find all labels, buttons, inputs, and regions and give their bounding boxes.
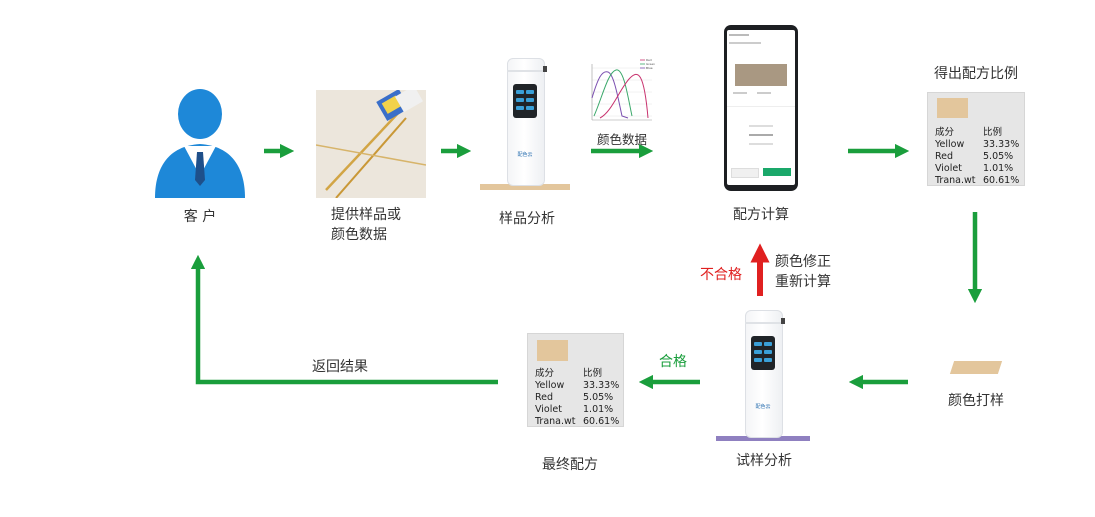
color-data-label: 颜色数据 [596, 132, 647, 147]
final-formula-label: 最终配方 [542, 457, 598, 473]
series-green-line [593, 69, 633, 117]
color-swatch [937, 98, 968, 118]
sample-analysis-label: 样品分析 [499, 211, 555, 227]
arrow-final-to-customer [190, 254, 498, 385]
legend-green: Green [646, 62, 655, 66]
customer-person-icon [155, 89, 245, 198]
final-color-swatch [537, 340, 568, 361]
formula-calc-label: 配方计算 [733, 207, 789, 223]
color-proof-label: 颜色打样 [948, 393, 1004, 409]
sample-stick-icon [316, 90, 426, 198]
color-correct-label: 颜色修正 重新计算 [775, 254, 831, 290]
trial-analysis-label: 试样分析 [736, 453, 792, 469]
provide-sample-label: 提供样品或 颜色数据 [331, 207, 401, 243]
legend-red: Red [646, 58, 652, 62]
device-brand-logo: 配色云 [517, 152, 533, 158]
phone-device [724, 25, 798, 191]
color-proof-strip [949, 361, 1003, 374]
qualified-label: 合格 [659, 354, 687, 370]
unqualified-label: 不合格 [700, 267, 742, 283]
sample-photo [316, 90, 426, 198]
return-result-label: 返回结果 [312, 359, 368, 375]
spectro-device-2: 配色云 [716, 310, 810, 442]
formula-ratio-label: 得出配方比例 [934, 66, 1018, 82]
device-brand-logo-2: 配色云 [755, 404, 771, 410]
series-blue-line [591, 71, 629, 119]
spectral-chart: Red Green Blue [591, 58, 655, 121]
spectro-device-1: 配色云 [480, 58, 570, 190]
series-red-line [599, 73, 649, 119]
customer-label: 客 户 [183, 209, 217, 225]
legend-blue: Blue [646, 66, 653, 70]
